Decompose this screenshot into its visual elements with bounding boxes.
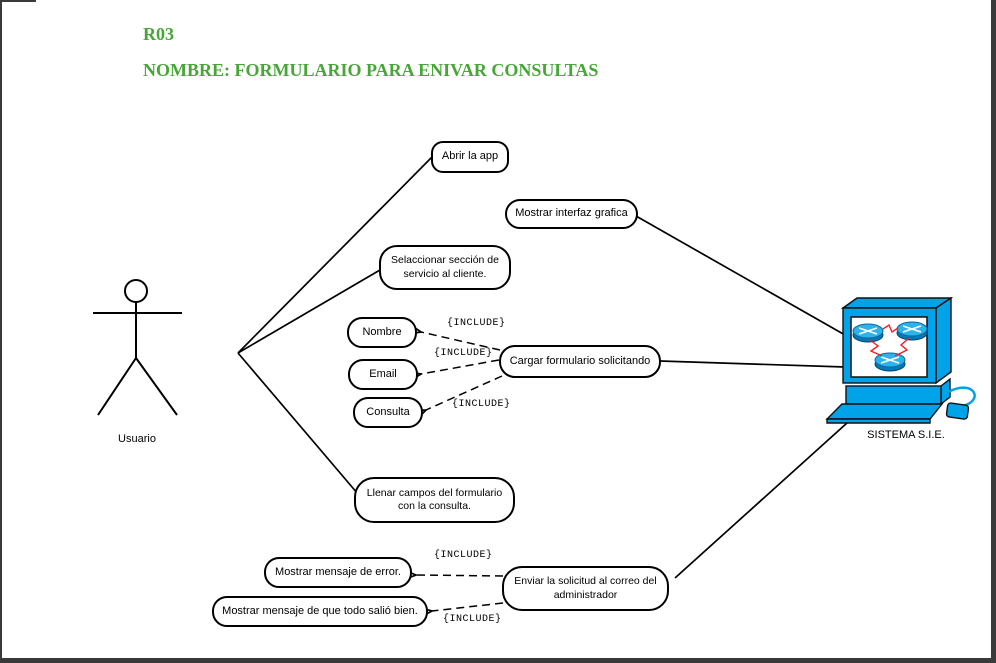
usecase-email: Email bbox=[348, 359, 418, 390]
requirement-code: R03 bbox=[143, 24, 174, 44]
frame-border-right bbox=[991, 0, 996, 663]
usecase-abrir-la-app: Abrir la app bbox=[431, 141, 509, 173]
frame-border-bottom bbox=[0, 658, 996, 663]
usecase-llenar-campos: Llenar campos del formulario con la cons… bbox=[354, 477, 515, 523]
actor-association-lines bbox=[237, 156, 433, 495]
router-topright-icon bbox=[896, 321, 928, 341]
actor-label: Usuario bbox=[118, 433, 156, 445]
system-association-lines bbox=[635, 215, 848, 579]
usecase-mostrar-interfaz-grafica: Mostrar interfaz grafica bbox=[505, 199, 638, 229]
router-bottom-icon bbox=[874, 352, 906, 372]
router-topleft-icon bbox=[852, 323, 884, 343]
system-label: SISTEMA S.I.E. bbox=[867, 429, 945, 441]
include-label-error: {INCLUDE} bbox=[434, 550, 493, 561]
frame-border-top-segment bbox=[0, 0, 36, 2]
include-label-exito: {INCLUDE} bbox=[443, 614, 502, 625]
usecase-mostrar-exito: Mostrar mensaje de que todo salió bien. bbox=[212, 596, 428, 627]
network-zigzag-links bbox=[869, 323, 910, 357]
include-arrows bbox=[416, 332, 504, 611]
page-title: NOMBRE: FORMULARIO PARA ENIVAR CONSULTAS bbox=[143, 60, 599, 80]
include-label-nombre: {INCLUDE} bbox=[447, 318, 506, 329]
include-label-email: {INCLUDE} bbox=[434, 348, 493, 359]
frame-border-left bbox=[0, 0, 2, 663]
system-computer-icon bbox=[825, 296, 976, 424]
usecase-seleccionar-seccion: Selaccionar sección de servicio al clien… bbox=[379, 245, 511, 290]
actor-usuario-figure bbox=[93, 279, 182, 416]
usecase-consulta: Consulta bbox=[353, 397, 423, 428]
usecase-cargar-formulario: Cargar formulario solicitando bbox=[499, 345, 661, 378]
include-label-consulta: {INCLUDE} bbox=[452, 399, 511, 410]
usecase-nombre: Nombre bbox=[347, 317, 417, 348]
usecase-enviar-solicitud: Enviar la solicitud al correo del admini… bbox=[502, 566, 669, 611]
usecase-mostrar-error: Mostrar mensaje de error. bbox=[264, 557, 412, 588]
